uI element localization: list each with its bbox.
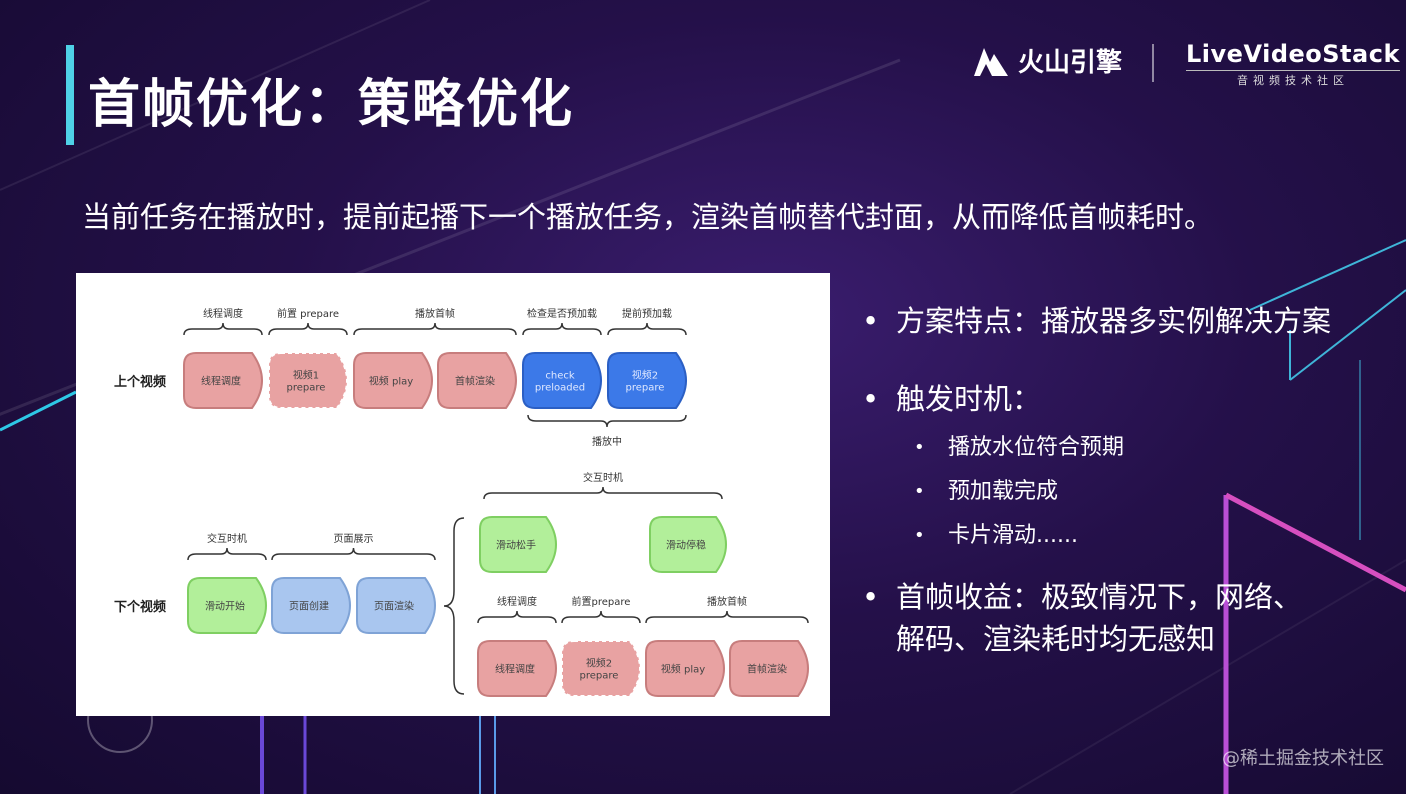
sub-bullet-text: 预加载完成 — [948, 479, 1059, 504]
sub-bullet-dot-icon: • — [914, 481, 925, 502]
livevideostack-logo-subtext: 音视频技术社区 — [1186, 70, 1400, 88]
brace-bracket — [561, 610, 641, 624]
bullet-item: • 触发时机： — [862, 378, 1392, 420]
process-block-label: 视频1 — [293, 369, 319, 382]
process-block — [268, 352, 348, 409]
process-block-label: check — [545, 371, 574, 382]
sub-bullet-dot-icon: • — [914, 525, 925, 546]
brace-label: 检查是否预加载 — [527, 307, 597, 320]
process-block-label: prepare — [287, 383, 326, 394]
brace-label: 播放首帧 — [415, 307, 455, 320]
volcengine-logo: 火山引擎 — [972, 42, 1122, 79]
process-block — [356, 577, 436, 634]
volcengine-logo-text: 火山引擎 — [1018, 48, 1123, 78]
livevideostack-logo-text: LiveVideoStack — [1186, 40, 1400, 68]
sub-bullet-item: • 卡片滑动...... — [862, 522, 1392, 550]
process-block — [271, 577, 351, 634]
brace-label: 线程调度 — [203, 307, 243, 320]
bullet-dot-icon: • — [862, 580, 880, 614]
bullet-dot-icon: • — [862, 304, 880, 338]
bullet-dot-icon: • — [862, 382, 880, 416]
brace-bracket — [645, 610, 809, 624]
slide-subtitle: 当前任务在播放时，提前起播下一个播放任务，渲染首帧替代封面，从而降低首帧耗时。 — [82, 200, 1214, 234]
logo-divider — [1152, 44, 1154, 82]
process-block-label: 首帧渲染 — [747, 663, 787, 676]
process-block-label: 页面渲染 — [374, 600, 414, 613]
process-block-label: 首帧渲染 — [455, 375, 495, 388]
brace-label: 线程调度 — [497, 595, 537, 608]
process-block-label: 线程调度 — [495, 663, 535, 676]
brace-label: 前置 prepare — [277, 307, 339, 320]
process-block — [353, 352, 433, 409]
process-block — [437, 352, 517, 409]
process-block — [645, 640, 725, 697]
brace-bracket — [187, 547, 267, 561]
process-block-label: 线程调度 — [201, 375, 241, 388]
slide-title: 首帧优化：策略优化 — [88, 75, 575, 135]
brace-label: 播放中 — [592, 435, 622, 448]
sub-bullet-item: • 播放水位符合预期 — [862, 434, 1392, 462]
process-block-label: 视频 play — [661, 663, 705, 676]
brace-label: 交互时机 — [207, 532, 247, 545]
title-accent-bar — [66, 45, 74, 145]
brace-bracket — [483, 486, 723, 500]
mountain-icon — [974, 47, 1008, 76]
branch-brace — [443, 517, 465, 695]
process-block-label: preloaded — [535, 383, 585, 394]
process-block-label: 滑动停稳 — [666, 539, 706, 552]
process-block — [183, 352, 263, 409]
sub-bullet-dot-icon: • — [914, 437, 925, 458]
process-block — [522, 352, 602, 409]
bullet-item: • 首帧收益：极致情况下，网络、 解码、渲染耗时均无感知 — [862, 576, 1392, 660]
process-block — [607, 352, 687, 409]
process-block-label: prepare — [626, 383, 665, 394]
watermark: @稀土掘金技术社区 — [1222, 748, 1384, 769]
brace-label: 前置prepare — [572, 595, 631, 608]
process-block — [187, 577, 267, 634]
process-block-label: prepare — [580, 671, 619, 682]
brace-bracket — [522, 322, 602, 336]
sub-bullet-text: 播放水位符合预期 — [948, 435, 1125, 460]
bullet-item: • 方案特点：播放器多实例解决方案 — [862, 300, 1392, 342]
bullet-text-continued: 解码、渲染耗时均无感知 — [896, 622, 1216, 656]
process-block — [729, 640, 809, 697]
brace-bracket — [477, 610, 557, 624]
brace-label: 播放首帧 — [707, 595, 747, 608]
brace-bracket — [607, 322, 687, 336]
bullet-text: 触发时机： — [896, 382, 1042, 416]
bullet-text: 首帧收益：极致情况下，网络、 — [896, 580, 1303, 614]
bullet-list: • 方案特点：播放器多实例解决方案 • 触发时机： • 播放水位符合预期 • 预… — [862, 300, 1392, 696]
brace-bracket — [271, 547, 436, 561]
process-block-label: 视频 play — [369, 375, 413, 388]
process-block-label: 视频2 — [632, 369, 658, 382]
row-label: 下个视频 — [114, 599, 166, 615]
bullet-text: 方案特点：播放器多实例解决方案 — [896, 304, 1332, 338]
process-block — [561, 640, 641, 697]
sub-bullet-text: 卡片滑动...... — [948, 523, 1078, 548]
sub-bullet-item: • 预加载完成 — [862, 478, 1392, 506]
sub-bullet-list: • 播放水位符合预期 • 预加载完成 • 卡片滑动...... — [862, 434, 1392, 550]
process-block-label: 滑动开始 — [205, 600, 245, 613]
process-block — [479, 516, 557, 573]
process-block-label: 页面创建 — [289, 600, 329, 613]
brace-label: 页面展示 — [334, 533, 374, 545]
brace-bracket — [183, 322, 263, 336]
brace-bracket — [268, 322, 348, 336]
process-block — [477, 640, 557, 697]
process-block — [649, 516, 727, 573]
row-label: 上个视频 — [114, 374, 166, 390]
brace-bracket — [527, 414, 687, 428]
brace-bracket — [353, 322, 517, 336]
livevideostack-logo: LiveVideoStack 音视频技术社区 — [1186, 40, 1400, 88]
brace-label: 提前预加载 — [622, 307, 672, 320]
process-block-label: 滑动松手 — [496, 539, 536, 552]
process-block-label: 视频2 — [586, 657, 612, 670]
brace-label: 交互时机 — [583, 471, 623, 484]
